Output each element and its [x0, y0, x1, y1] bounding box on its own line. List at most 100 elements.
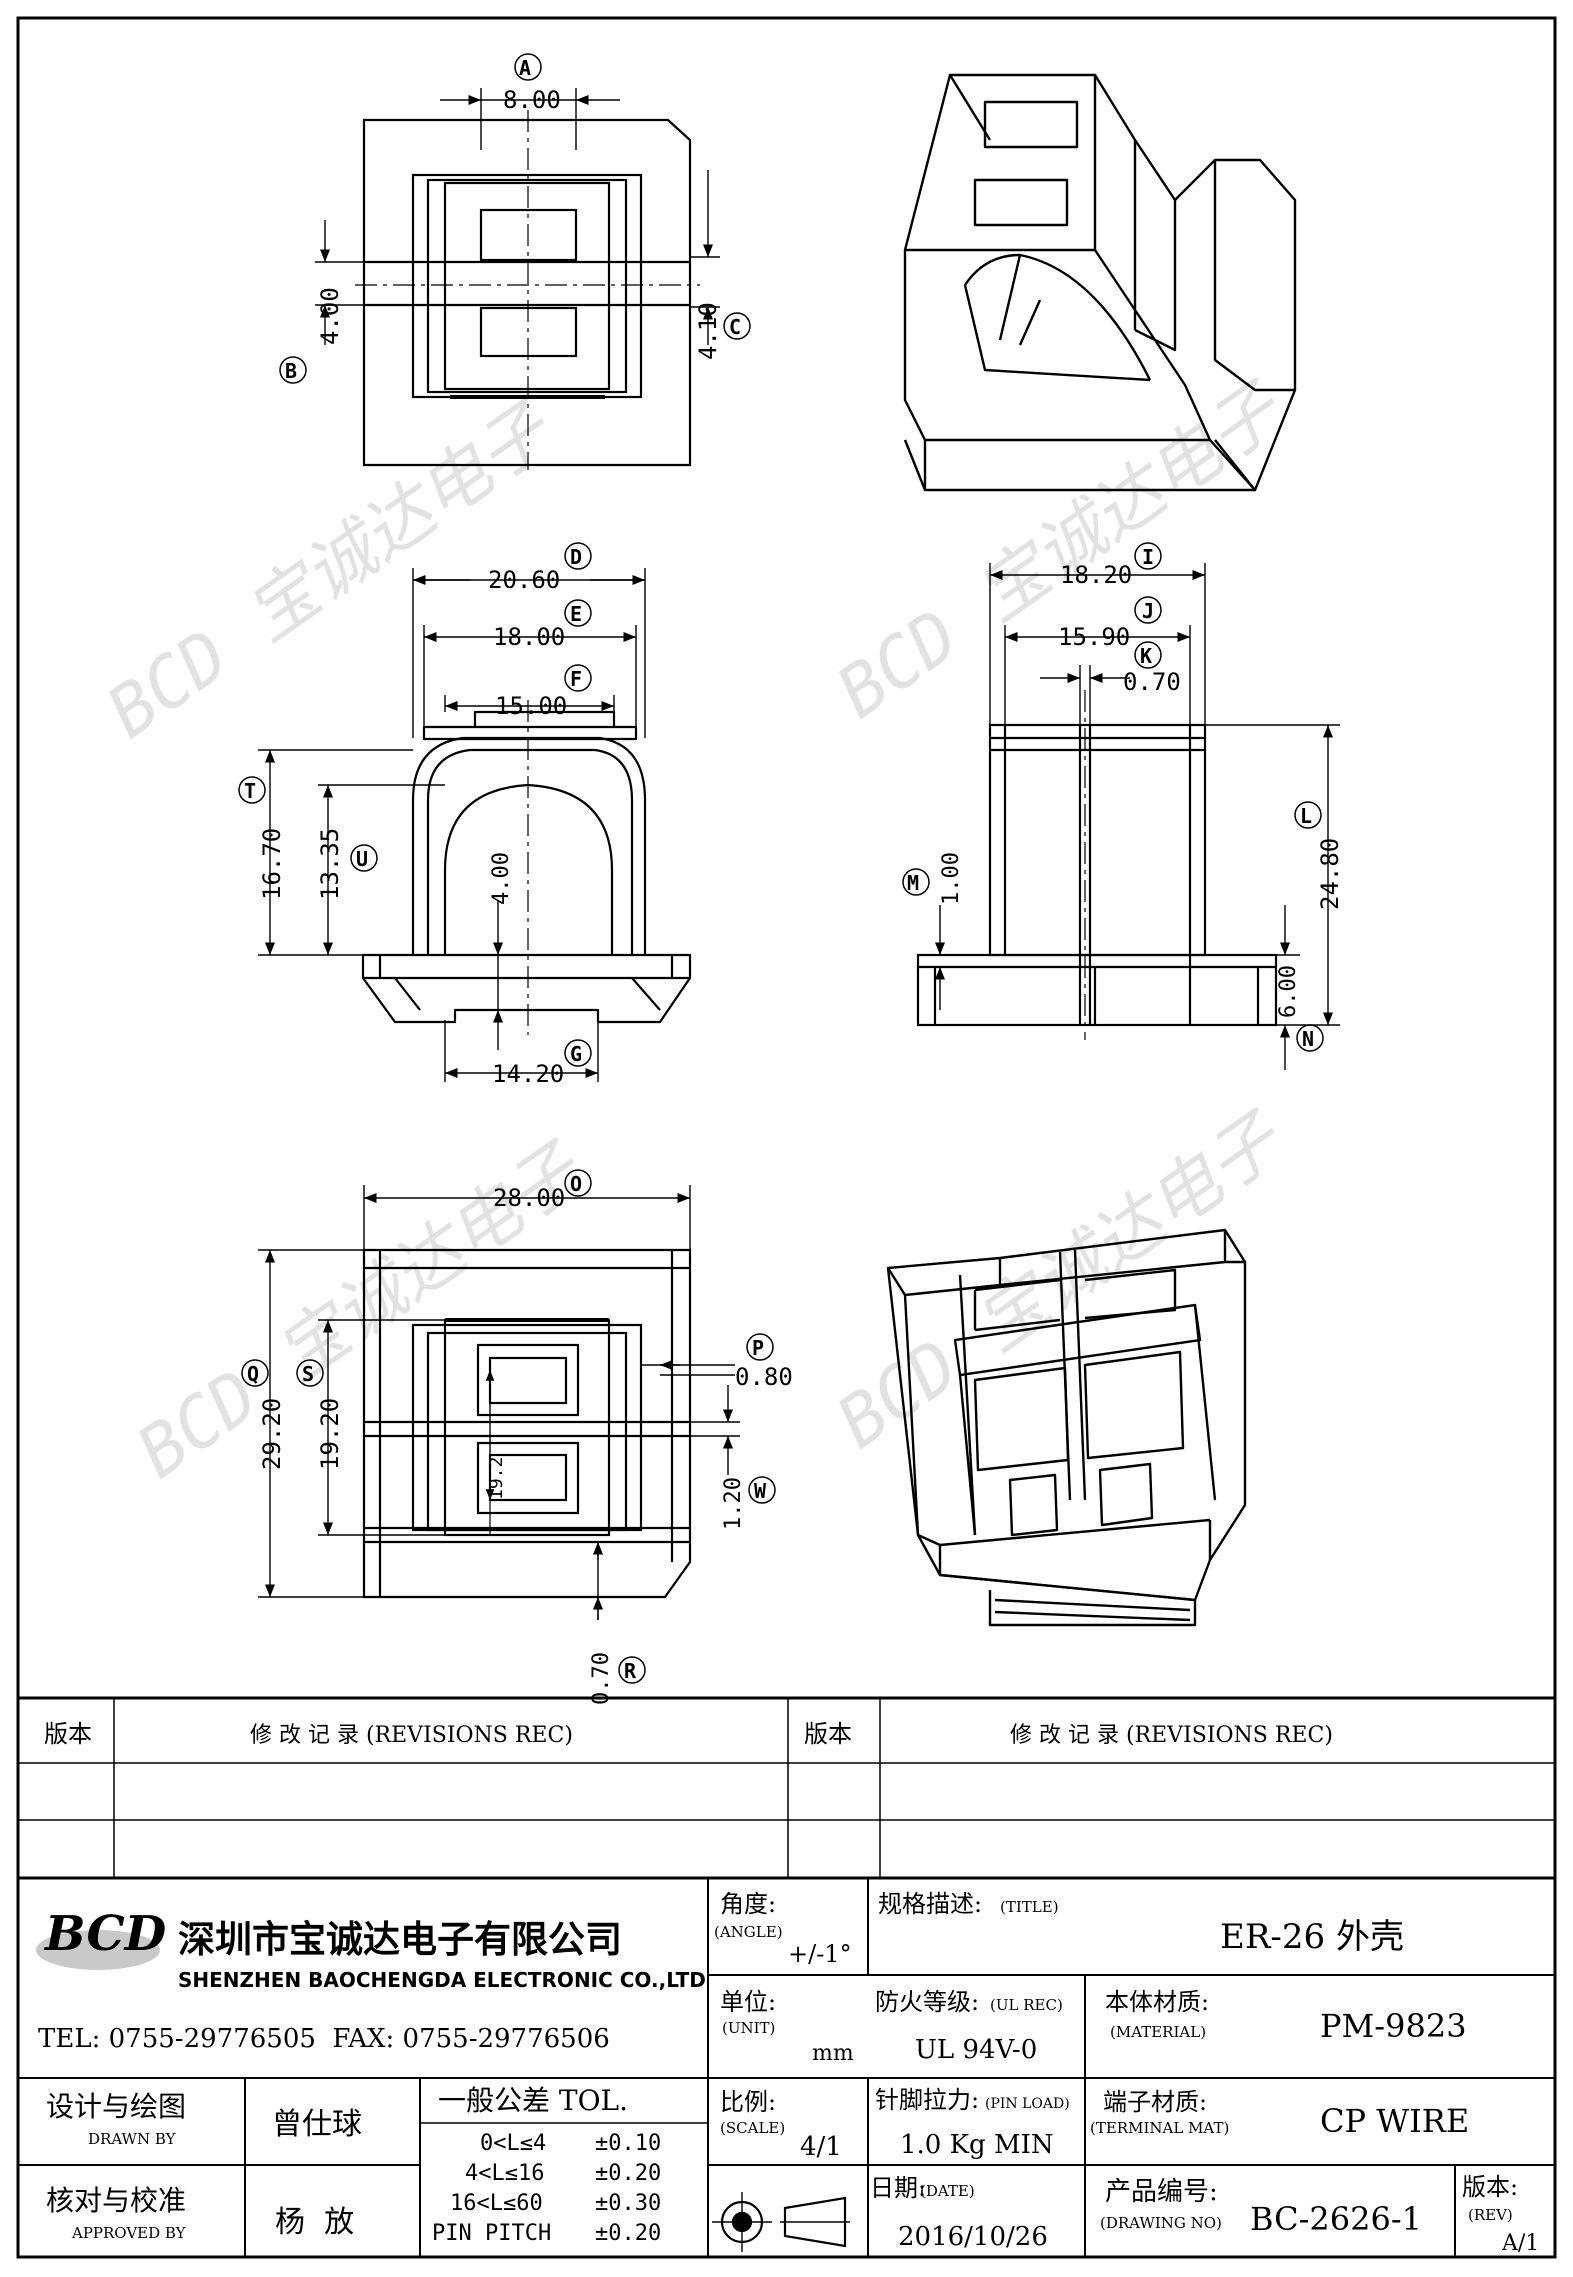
rev-header-record-right: 修 改 记 录 (REVISIONS REC) — [1010, 1723, 1333, 1748]
unit-label-en: (UNIT) — [722, 2019, 775, 2037]
svg-text:D: D — [570, 545, 582, 569]
svg-text:C: C — [729, 315, 741, 339]
approved-label: 核对与校准 — [46, 2184, 186, 2217]
side-view-dimensions — [918, 563, 1340, 1070]
drawing-value: BC-2626-1 — [1250, 2200, 1422, 2238]
dim-M-value: 1.00 — [939, 852, 964, 905]
svg-text:L: L — [1300, 804, 1312, 828]
dim-C-value: 4.10 — [694, 302, 722, 360]
iso-view-2 — [886, 1228, 1247, 1627]
approved-label-en: APPROVED BY — [71, 2224, 187, 2242]
svg-text:B: B — [285, 359, 297, 383]
material-label: 本体材质: — [1105, 1988, 1209, 2016]
svg-text:I: I — [1142, 545, 1154, 569]
bottom-view-dimensions — [258, 1185, 740, 1620]
pin-label-en: (PIN LOAD) — [985, 2096, 1070, 2112]
date-label: 日期: — [870, 2174, 926, 2202]
title-label-en: (TITLE) — [1000, 1898, 1059, 1916]
rev-label-en: (REV) — [1468, 2206, 1513, 2224]
sheet-border — [16, 16, 1557, 2259]
svg-text:W: W — [754, 1479, 767, 1503]
dim-Q-value: 29.20 — [258, 1398, 286, 1470]
dim-O-value: 28.00 — [493, 1184, 565, 1212]
ul-value: UL 94V-0 — [915, 2035, 1037, 2065]
pin-label: 针脚拉力: — [875, 2086, 979, 2114]
dim-center-value: 4.00 — [489, 852, 514, 905]
company-name-cn: 深圳市宝诚达电子有限公司 — [178, 1918, 622, 1961]
ul-label: 防火等级: — [875, 1988, 979, 2016]
dim-E-value: 18.00 — [493, 623, 565, 651]
front-view-dimensions — [258, 568, 646, 1082]
svg-text:K: K — [1140, 644, 1152, 668]
dim-I-value: 18.20 — [1060, 561, 1132, 589]
terminal-value: CP WIRE — [1320, 2102, 1469, 2140]
svg-text:BCD 宝诚达电子: BCD 宝诚达电子 — [123, 1127, 598, 1494]
top-view — [355, 110, 700, 470]
approved-value: 杨 放 — [275, 2205, 354, 2240]
dim-U-value: 13.35 — [316, 828, 344, 900]
scale-label-en: (SCALE) — [720, 2119, 785, 2137]
company-tel-fax: TEL: 0755-29776505 FAX: 0755-29776506 — [38, 2024, 610, 2054]
tolerance-table: 0<L≤4 ±0.10 4<L≤16 ±0.20 16<L≤60 ±0.30 P… — [432, 2131, 661, 2246]
company-name-en: SHENZHEN BAOCHENGDA ELECTRONIC CO.,LTD — [178, 1968, 706, 1992]
svg-text:BCD 宝诚达电子: BCD 宝诚达电子 — [823, 367, 1298, 734]
terminal-label-en: (TERMINAL MAT) — [1090, 2119, 1229, 2137]
rev-label: 版本: — [1462, 2173, 1518, 2201]
dim-J-value: 15.90 — [1058, 623, 1130, 651]
dim-P-value: 0.80 — [735, 1363, 793, 1391]
svg-text:±0.30: ±0.30 — [595, 2191, 661, 2216]
svg-text:J: J — [1142, 599, 1154, 623]
front-view — [361, 700, 692, 1035]
svg-text:O: O — [570, 1172, 582, 1196]
svg-text:G: G — [570, 1042, 582, 1066]
terminal-label: 端子材质: — [1103, 2088, 1207, 2116]
dim-L-value: 24.80 — [1316, 838, 1344, 910]
dim-D-value: 20.60 — [488, 566, 560, 594]
svg-text:E: E — [570, 602, 582, 626]
rev-header-record-left: 修 改 记 录 (REVISIONS REC) — [250, 1723, 573, 1748]
svg-text:S: S — [302, 1362, 314, 1386]
angle-value: +/-1° — [788, 1940, 852, 1968]
projection-symbol-icon — [712, 2192, 850, 2252]
drawn-value: 曾仕球 — [272, 2107, 362, 2142]
svg-text:F: F — [570, 667, 582, 691]
angle-label-en: (ANGLE) — [714, 1923, 783, 1941]
title-value: ER-26 外壳 — [1220, 1917, 1404, 1957]
svg-text:M: M — [907, 871, 919, 895]
svg-text:R: R — [624, 1659, 637, 1683]
rev-header-version-right: 版本 — [804, 1720, 852, 1748]
drawn-label-en: DRAWN BY — [88, 2130, 177, 2148]
rev-header-version-left: 版本 — [44, 1720, 92, 1748]
drawn-label: 设计与绘图 — [46, 2090, 186, 2123]
bottom-view — [362, 1248, 692, 1599]
svg-text:U: U — [356, 847, 368, 871]
unit-label: 单位: — [720, 1988, 776, 2016]
svg-text:A: A — [519, 56, 531, 80]
svg-text:Q: Q — [247, 1362, 259, 1386]
material-value: PM-9823 — [1320, 2007, 1467, 2045]
svg-text:0<L≤4: 0<L≤4 — [480, 2131, 546, 2156]
dim-B-value: 4.00 — [316, 287, 344, 345]
dim-N-value: 6.00 — [1276, 965, 1301, 1018]
svg-text:±0.20: ±0.20 — [595, 2161, 661, 2186]
title-label: 规格描述: — [878, 1890, 982, 1918]
dim-S-value: 19.20 — [316, 1398, 344, 1470]
svg-text:BCD: BCD — [43, 1906, 167, 1962]
date-value: 2016/10/26 — [898, 2222, 1048, 2252]
company-logo: BCD — [36, 1906, 167, 1970]
drawing-label-en: (DRAWING NO) — [1100, 2214, 1222, 2232]
dim-G-value: 14.20 — [492, 1060, 564, 1088]
svg-text:±0.10: ±0.10 — [595, 2131, 661, 2156]
title-block-grid — [18, 1696, 1555, 2257]
iso-view-1 — [903, 73, 1297, 492]
scale-label: 比例: — [720, 2088, 776, 2116]
dim-F-value: 15.00 — [495, 692, 567, 720]
svg-text:4<L≤16: 4<L≤16 — [465, 2161, 544, 2186]
dim-T-value: 16.70 — [258, 828, 286, 900]
dim-K-value: 0.70 — [1123, 668, 1181, 696]
angle-label: 角度: — [720, 1890, 776, 1918]
side-view — [916, 690, 1278, 1040]
dim-A-value: 8.00 — [503, 86, 561, 114]
material-label-en: (MATERIAL) — [1110, 2023, 1206, 2041]
watermark: BCD 宝诚达电子 BCD 宝诚达电子 BCD 宝诚达电子 BCD 宝诚达电子 — [93, 367, 1298, 1494]
